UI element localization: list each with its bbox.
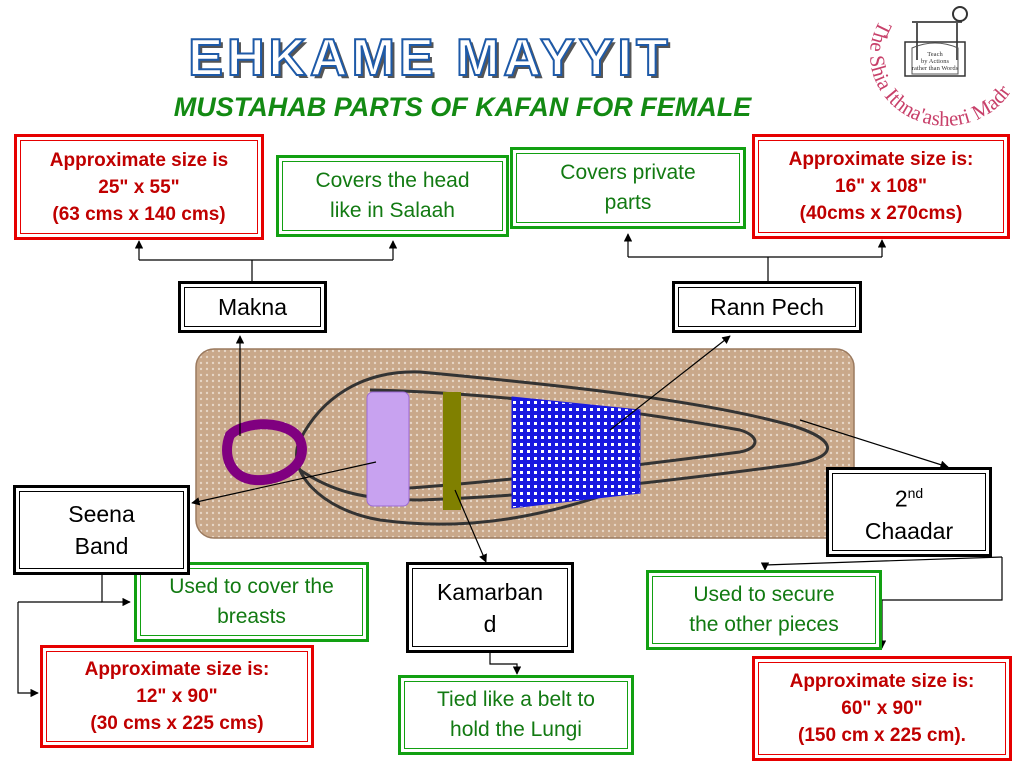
- part-makna-label: Makna: [217, 294, 288, 320]
- logo-inner-text-1: Teach: [927, 51, 943, 58]
- logo-inner-text-2: by Actions: [921, 58, 949, 65]
- size-seena-band-line-1: Approximate size is:: [84, 659, 270, 680]
- page-subtitle: MUSTAHAB PARTS OF KAFAN FOR FEMALE: [173, 92, 752, 122]
- part-kamarband-line-2: d: [483, 610, 497, 637]
- size-rann-pech-line-1: Approximate size is:: [788, 149, 974, 170]
- size-seena-band-line-2: 12" x 90": [136, 686, 218, 707]
- part-rann-pech-label: Rann Pech: [710, 294, 824, 320]
- size-makna-line-2: 25" x 55": [98, 176, 180, 198]
- logo-inner-text-3: rather than Words: [912, 65, 959, 72]
- desc-seena-band-line-2: breasts: [217, 605, 286, 628]
- desc-box-chaadar: Used to secure the other pieces: [646, 570, 882, 650]
- desc-kamarband-line-1: Tied like a belt to: [437, 688, 595, 711]
- part-box-makna: Makna: [178, 281, 327, 333]
- part-kamarband-line-1: Kamarban: [436, 578, 544, 605]
- shroud-outline: [295, 370, 829, 526]
- desc-rann-pech-line-2: parts: [604, 191, 652, 214]
- part-chaadar-number: 2: [894, 485, 908, 512]
- desc-chaadar-line-1: Used to secure: [693, 583, 835, 606]
- desc-makna-line-1: Covers the head: [315, 169, 470, 192]
- part-chaadar-ordinal: nd: [907, 485, 924, 502]
- seena-band-piece: [366, 391, 410, 507]
- size-makna-line-3: (63 cms x 140 cms): [52, 203, 226, 225]
- desc-box-kamarband: Tied like a belt to hold the Lungi: [398, 675, 634, 755]
- size-box-chaadar: Approximate size is: 60" x 90" (150 cm x…: [752, 656, 1012, 761]
- desc-kamarband-line-2: hold the Lungi: [450, 718, 582, 741]
- part-box-rann-pech: Rann Pech: [672, 281, 862, 333]
- desc-box-rann-pech: Covers private parts: [510, 147, 746, 229]
- part-chaadar-line-2: Chaadar: [864, 517, 954, 544]
- size-chaadar-line-2: 60" x 90": [841, 698, 923, 719]
- part-box-kamarband: Kamarban d: [406, 562, 574, 653]
- size-box-rann-pech: Approximate size is: 16" x 108" (40cms x…: [752, 134, 1010, 239]
- desc-seena-band-line-1: Used to cover the: [169, 575, 334, 598]
- desc-makna-line-2: like in Salaah: [330, 199, 455, 222]
- part-box-seena-band: Seena Band: [13, 485, 190, 575]
- logo-emblem: [904, 6, 968, 77]
- part-seena-band-line-2: Band: [74, 533, 129, 559]
- makna-connector: [139, 259, 393, 282]
- desc-rann-pech-line-1: Covers private: [560, 161, 696, 184]
- part-seena-band-line-1: Seena: [68, 501, 135, 527]
- size-chaadar-line-1: Approximate size is:: [789, 671, 975, 692]
- desc-box-seena-band: Used to cover the breasts: [134, 562, 369, 642]
- kamarband-piece: [443, 392, 461, 510]
- desc-box-makna: Covers the head like in Salaah: [276, 155, 509, 237]
- mat-background: [195, 348, 855, 539]
- desc-chaadar-line-2: the other pieces: [689, 613, 839, 636]
- size-makna-line-1: Approximate size is: [49, 149, 229, 171]
- size-seena-band-line-3: (30 cms x 225 cms): [90, 713, 264, 734]
- size-chaadar-line-3: (150 cm x 225 cm).: [798, 725, 966, 746]
- size-box-makna: Approximate size is 25" x 55" (63 cms x …: [14, 134, 264, 240]
- rann-pech-piece: [511, 396, 641, 509]
- size-rann-pech-line-3: (40cms x 270cms): [799, 203, 963, 224]
- size-box-seena-band: Approximate size is: 12" x 90" (30 cms x…: [40, 645, 314, 748]
- head-ring: [222, 419, 307, 486]
- rann-pech-connector: [628, 256, 882, 282]
- part-box-chaadar: 2nd Chaadar: [826, 467, 992, 557]
- size-rann-pech-line-2: 16" x 108": [835, 176, 927, 197]
- page-title: EHKAME MAYYIT: [187, 28, 672, 88]
- part-chaadar-line-1: 2nd: [829, 477, 989, 515]
